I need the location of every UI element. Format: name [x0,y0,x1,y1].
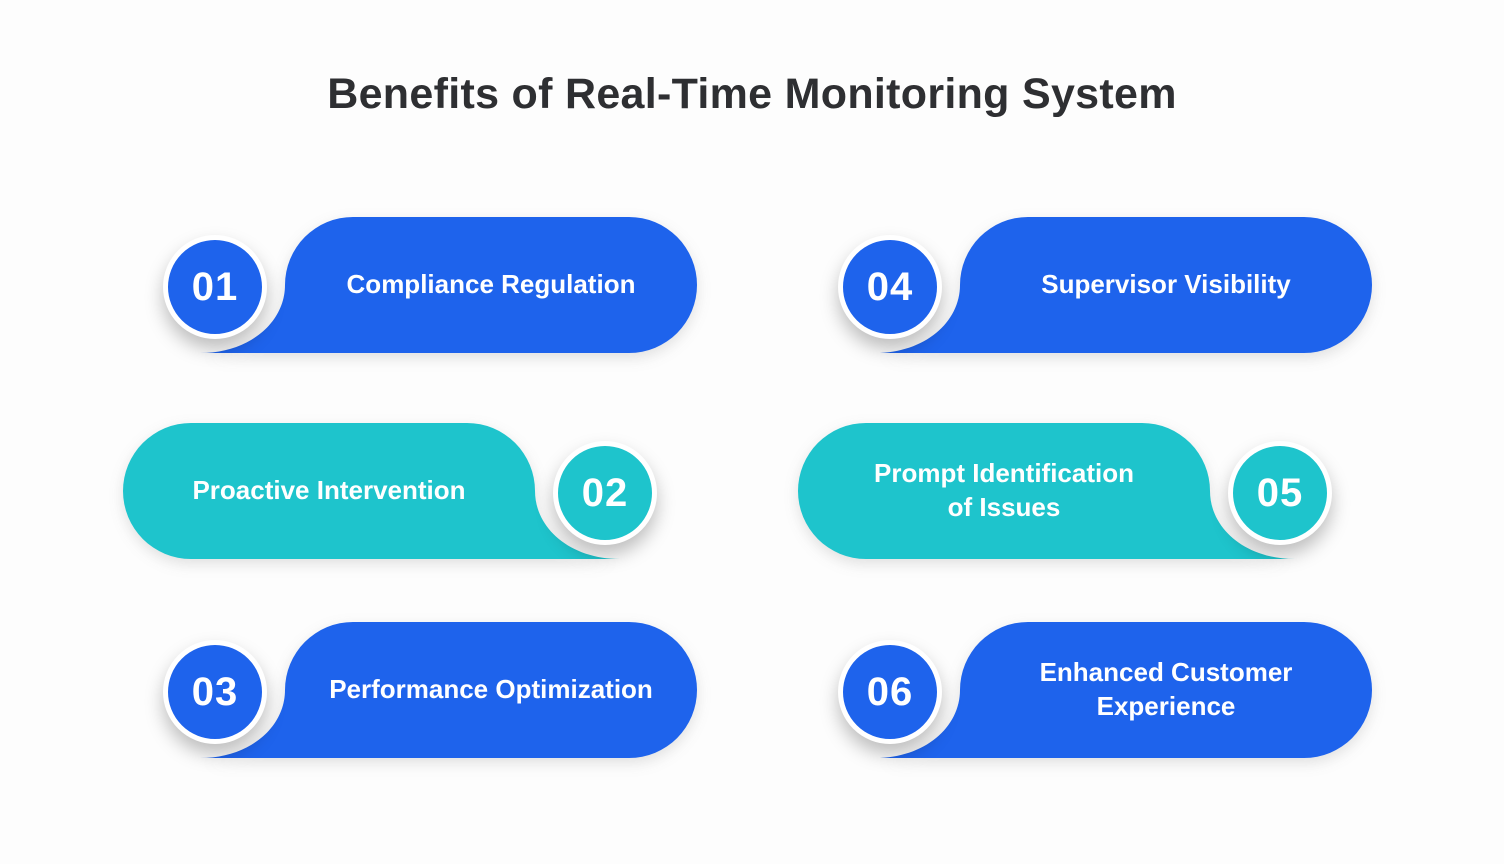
number-badge: 06 [838,640,942,744]
page-title: Benefits of Real-Time Monitoring System [327,70,1177,118]
pill-shape [200,217,697,353]
number-badge: 02 [553,441,657,545]
number-badge: 04 [838,235,942,339]
pill-shape [123,423,620,559]
benefit-item-04: Supervisor Visibility 04 [838,217,1375,367]
benefit-item-01: Compliance Regulation 01 [163,217,700,367]
benefit-label: Supervisor Visibility [1041,269,1291,300]
number-badge: 05 [1228,441,1332,545]
benefit-item-03: Performance Optimization 03 [163,622,700,772]
benefit-label: Prompt Identification of Issues [874,458,1134,522]
pill-shape [875,217,1372,353]
pill-shape [875,622,1372,758]
number-badge: 03 [163,640,267,744]
benefit-label: Proactive Intervention [192,475,466,506]
benefit-item-05: Prompt Identification of Issues 05 [795,423,1332,573]
pill-shape [798,423,1295,559]
pill-shape [200,622,697,758]
benefit-label: Performance Optimization [329,674,653,705]
benefit-item-06: Enhanced Customer Experience 06 [838,622,1375,772]
number-badge: 01 [163,235,267,339]
benefit-label: Enhanced Customer Experience [1039,657,1293,721]
benefit-label: Compliance Regulation [346,269,636,300]
benefit-item-02: Proactive Intervention 02 [120,423,657,573]
